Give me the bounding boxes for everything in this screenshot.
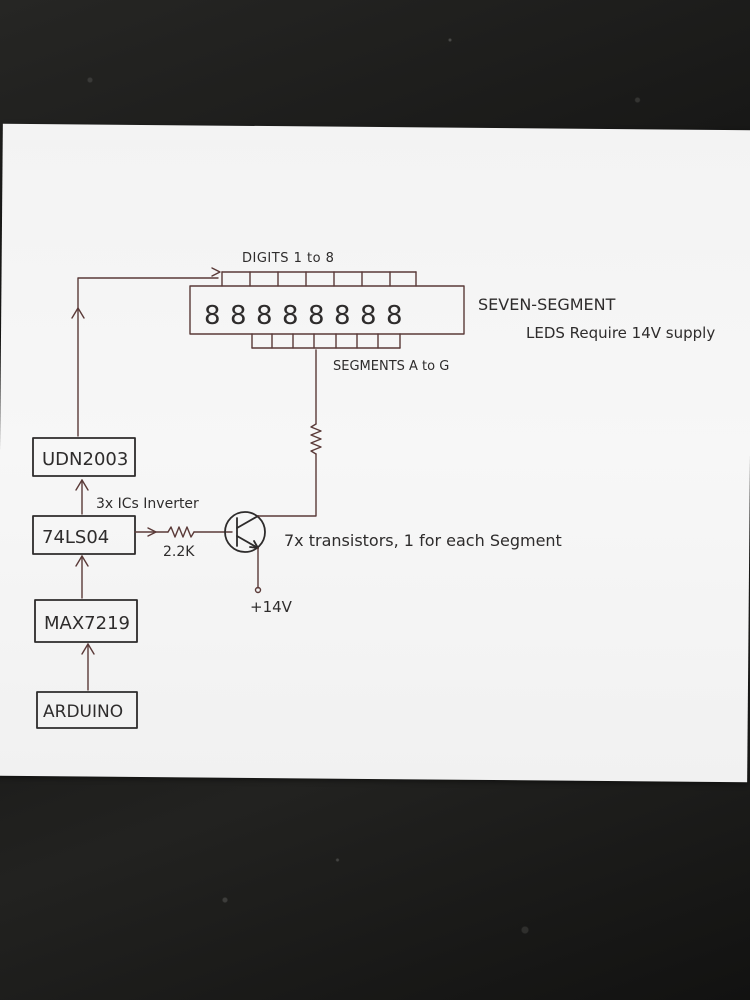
digit-lines (221, 271, 417, 287)
transistor-collector (236, 515, 259, 529)
digit-glyphs: 8 8 8 8 8 8 8 8 (204, 301, 403, 331)
digit-2: 8 (230, 301, 247, 331)
arduino-block (36, 691, 138, 729)
udn-up-arrow (71, 307, 85, 319)
digits-label: DIGITS 1 to 8 (242, 251, 334, 266)
transistor-note: 7x transistors, 1 for each Segment (284, 531, 562, 550)
digit-1: 8 (204, 301, 221, 331)
digit-8: 8 (386, 301, 403, 331)
digit-7: 8 (360, 301, 377, 331)
segment-lines (251, 333, 401, 349)
display-title: SEVEN-SEGMENT (478, 295, 616, 314)
supply-terminal (254, 586, 262, 594)
digit-5: 8 (308, 301, 325, 331)
digit-6: 8 (334, 301, 351, 331)
transistor-emitter (236, 535, 259, 549)
base-resistor (167, 526, 195, 538)
udn2003-label: UDN2003 (42, 449, 128, 470)
max-to-inverter-arrow (75, 555, 89, 567)
udn-to-digits-wire (77, 277, 219, 437)
arduino-label: ARDUINO (43, 702, 123, 722)
inverter-output-arrow (147, 527, 157, 537)
segment-resistor (310, 423, 322, 455)
74ls04-label: 74LS04 (42, 527, 109, 548)
segments-label: SEGMENTS A to G (333, 359, 449, 374)
max7219-block (34, 599, 138, 643)
inverter-to-udn-arrow (75, 479, 89, 491)
max7219-label: MAX7219 (44, 613, 130, 634)
supply-label: +14V (250, 598, 293, 616)
digit-4: 8 (282, 301, 299, 331)
digit-3: 8 (256, 301, 273, 331)
inverter-note: 3x ICs Inverter (96, 496, 199, 512)
display-block (189, 285, 465, 335)
74ls04-block (32, 515, 136, 555)
arduino-to-max-arrow (81, 643, 95, 655)
collector-wire (257, 453, 317, 517)
display-note: LEDS Require 14V supply (526, 324, 715, 342)
digits-arrow (211, 267, 221, 277)
udn2003-block (32, 437, 136, 477)
resistor-value: 2.2K (163, 544, 195, 560)
transistor-symbol (224, 511, 266, 553)
